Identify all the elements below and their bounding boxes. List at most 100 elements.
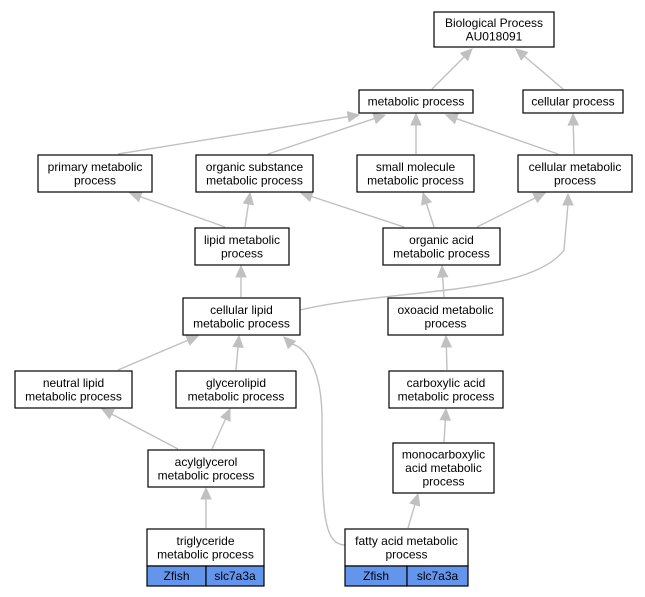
node-label: acylglycerol	[175, 455, 238, 469]
arrow-head-icon	[444, 113, 459, 125]
node-box	[387, 297, 504, 336]
node-label: metabolic process	[157, 547, 254, 561]
edge-cell_lipid-to-lipid	[235, 264, 247, 297]
edge-organic_acid-to-small_mol	[421, 191, 435, 228]
gene-cell-fat_gene[interactable]: slc7a3a	[406, 565, 469, 587]
edge-cellular-to-bp	[515, 48, 564, 90]
edge-oxoacid-to-organic_acid	[436, 264, 449, 298]
edge-carboxylic-to-oxoacid	[440, 334, 453, 371]
arrow-head-icon	[100, 408, 115, 420]
gene-label: slc7a3a	[214, 569, 256, 583]
edge-line	[443, 418, 447, 443]
arrow-head-icon	[436, 264, 449, 278]
arrow-head-icon	[283, 336, 297, 350]
node-label: organic substance	[206, 160, 304, 174]
go-term-node-metabolic[interactable]: metabolic process	[358, 89, 474, 114]
arrow-head-icon	[372, 113, 387, 125]
edge-line	[117, 339, 190, 371]
arrow-head-icon	[562, 192, 574, 206]
gene-label: Zfish	[363, 569, 389, 583]
gene-box	[406, 565, 469, 587]
node-label: acid metabolic	[405, 461, 482, 475]
node-label: process	[554, 173, 596, 187]
edge-line	[290, 343, 346, 546]
edge-line	[572, 123, 575, 155]
arrow-head-icon	[515, 48, 529, 61]
node-box	[517, 154, 633, 193]
edge-lipid-to-organic_sub	[242, 191, 255, 228]
edge-cellular_met-to-metabolic	[444, 113, 559, 155]
arrow-head-icon	[421, 191, 433, 206]
edge-cell_lipid-to-cellular_met	[299, 192, 574, 311]
gene-cell-tri_gene[interactable]: slc7a3a	[205, 565, 265, 587]
arrow-head-icon	[200, 486, 212, 500]
gene-cell-fat_zfish[interactable]: Zfish	[344, 565, 408, 587]
arrow-head-icon	[410, 112, 422, 126]
node-label: metabolic process	[206, 173, 303, 187]
edge-line	[299, 203, 569, 311]
edge-line	[117, 115, 350, 155]
go-term-node-cellular[interactable]: cellular process	[522, 89, 624, 114]
arrow-head-icon	[128, 191, 143, 203]
node-label: cellular lipid	[210, 303, 273, 317]
node-label: carboxylic acid	[407, 376, 486, 390]
node-label: process	[422, 475, 464, 489]
node-box	[358, 89, 474, 114]
node-box	[344, 528, 469, 567]
edge-cellular_met-to-cellular	[567, 112, 580, 155]
node-box	[392, 442, 495, 494]
node-label: metabolic process	[193, 316, 290, 330]
node-label: monocarboxylic	[402, 448, 485, 462]
node-label: fatty acid metabolic	[355, 534, 458, 548]
arrow-head-icon	[439, 407, 452, 421]
node-label: process	[424, 316, 466, 330]
arrow-head-icon	[185, 335, 200, 346]
edge-lipid-to-primary	[128, 191, 226, 228]
edge-line	[425, 202, 435, 228]
node-label: Biological Process	[445, 16, 543, 30]
node-label: metabolic process	[393, 246, 490, 260]
edge-line	[235, 345, 239, 371]
node-box	[522, 89, 624, 114]
edge-line	[441, 275, 445, 298]
edge-primary-to-metabolic	[117, 111, 361, 155]
node-label: primary metabolic	[48, 160, 143, 174]
edge-metabolic-to-bp	[431, 48, 473, 90]
arrow-head-icon	[242, 191, 255, 206]
gene-cell-tri_zfish[interactable]: Zfish	[146, 565, 207, 587]
node-box	[433, 11, 555, 48]
arrow-head-icon	[532, 192, 547, 204]
node-box	[195, 154, 314, 193]
edge-acylglycerol-to-glycerolipid	[211, 407, 231, 450]
edge-line	[445, 345, 448, 371]
node-label: organic acid	[409, 233, 474, 247]
arrow-head-icon	[299, 191, 314, 203]
gene-label: slc7a3a	[417, 569, 459, 583]
arrow-head-icon	[220, 407, 231, 422]
node-label: process	[385, 547, 427, 561]
node-box	[175, 370, 297, 409]
edge-line	[244, 202, 250, 228]
arrow-head-icon	[409, 492, 421, 507]
node-box	[388, 370, 504, 409]
node-box	[194, 227, 290, 266]
node-label: oxoacid metabolic	[397, 303, 493, 317]
node-label: metabolic process	[25, 389, 122, 403]
node-label: process	[221, 246, 263, 260]
